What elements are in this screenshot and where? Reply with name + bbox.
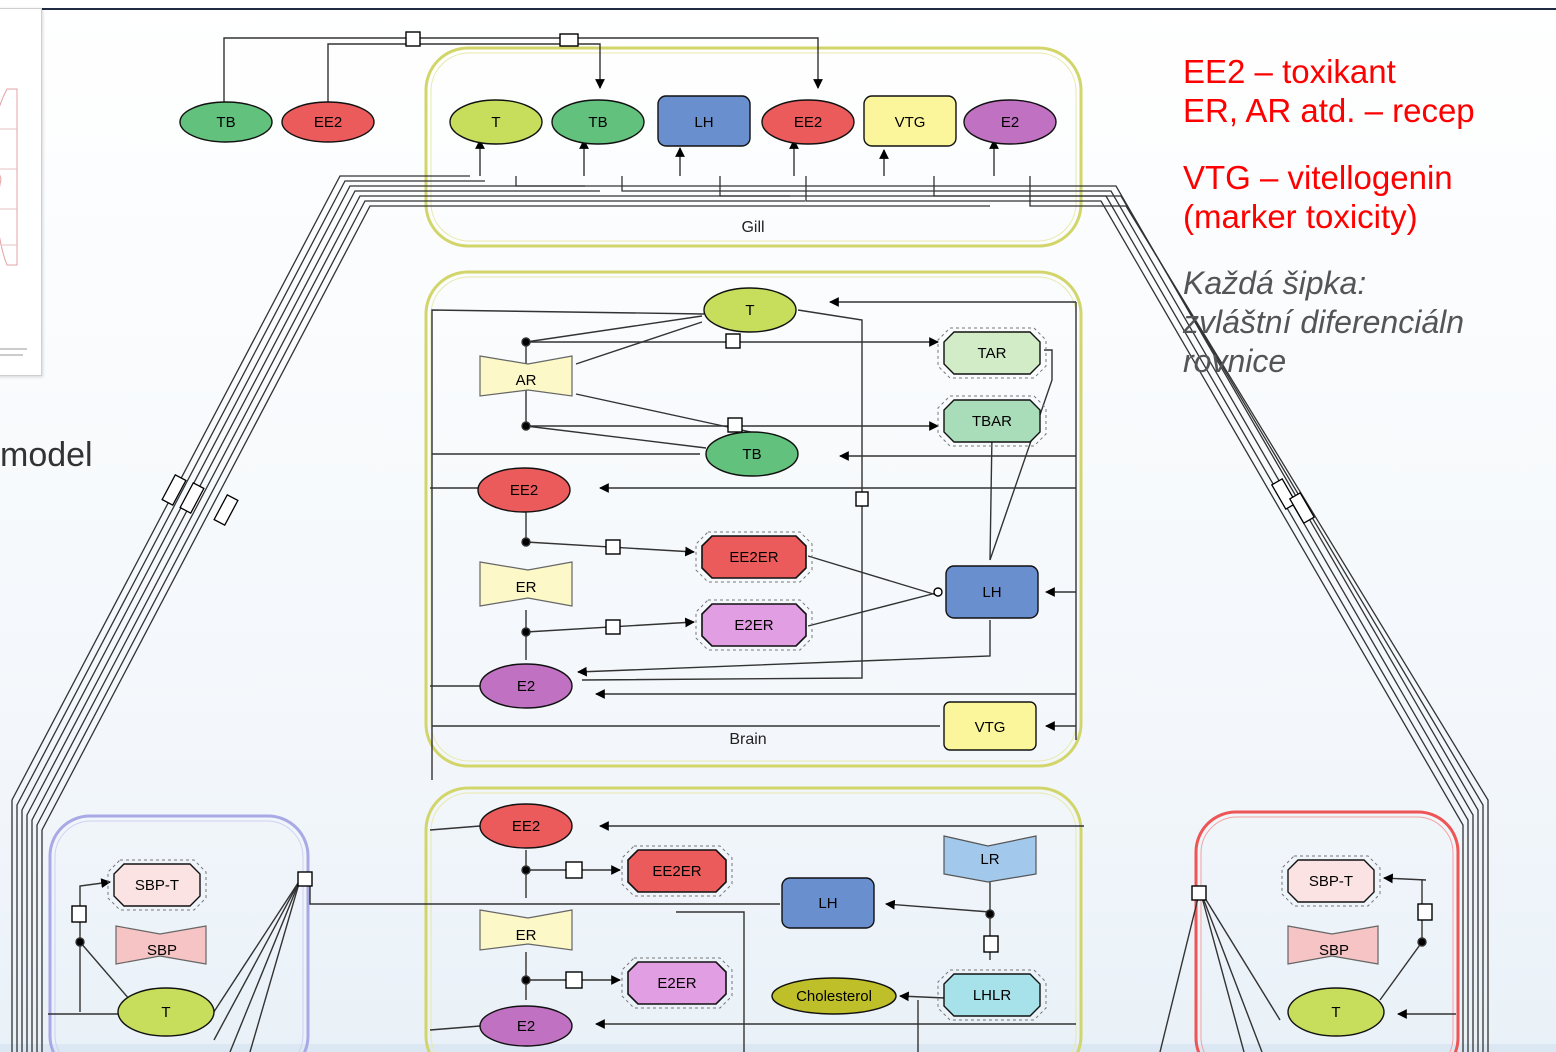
gill-vtg-label: VTG: [895, 114, 926, 131]
brain-t-label: T: [745, 302, 754, 319]
gill-lh-label: LH: [694, 114, 713, 131]
note-receptors: ER, AR atd. – recep: [1183, 91, 1556, 130]
notes-panel: EE2 – toxikant ER, AR atd. – recep VTG –…: [1183, 52, 1556, 381]
note-arrow-line2: zvláštní diferenciáln: [1183, 303, 1556, 342]
right-sbpt-label: SBP-T: [1309, 873, 1353, 890]
left-t-label: T: [161, 1004, 170, 1021]
gill-tb-label: TB: [588, 114, 607, 131]
gonad-er-label: ER: [516, 927, 537, 944]
gill-t-label: T: [491, 114, 500, 131]
gill-label: Gill: [741, 219, 764, 236]
note-vtg-line2: (marker toxicity): [1183, 197, 1556, 236]
left-sbpt-label: SBP-T: [135, 877, 179, 894]
note-arrow-line3: rovnice: [1183, 342, 1556, 381]
gonad-e2er-label: E2ER: [657, 975, 696, 992]
gonad-ee2-label: EE2: [512, 818, 540, 835]
gonad-lhlr-label: LHLR: [973, 987, 1012, 1004]
external-ee2-label: EE2: [314, 114, 342, 131]
note-vtg-line1: VTG – vitellogenin: [1183, 158, 1556, 197]
brain-e2-label: E2: [517, 678, 535, 695]
note-arrow-line1: Každá šipka:: [1183, 264, 1556, 303]
gonad-lh-label: LH: [818, 895, 837, 912]
gill-ee2-label: EE2: [794, 114, 822, 131]
gonad-ee2er-label: EE2ER: [652, 863, 701, 880]
note-toxicant: EE2 – toxikant: [1183, 52, 1556, 91]
side-lines: [48, 872, 1456, 1052]
brain-tb-label: TB: [742, 446, 761, 463]
bundle-clips: [162, 475, 1314, 525]
right-t-label: T: [1331, 1004, 1340, 1021]
gonad-cholesterol-label: Cholesterol: [796, 988, 872, 1005]
right-sbp-label: SBP: [1319, 942, 1349, 959]
brain-tbar-label: TBAR: [972, 413, 1012, 430]
brain-e2er-label: E2ER: [734, 617, 773, 634]
brain-vtg-label: VTG: [975, 719, 1006, 736]
external-tb-label: TB: [216, 114, 235, 131]
brain-er-label: ER: [516, 579, 537, 596]
left-sbp-label: SBP: [147, 942, 177, 959]
external-input-lines: [224, 32, 818, 106]
gonad-lr-label: LR: [980, 851, 999, 868]
brain-label: Brain: [729, 731, 766, 748]
brain-ee2-label: EE2: [510, 482, 538, 499]
gonad-e2-label: E2: [517, 1018, 535, 1035]
brain-tar-label: TAR: [978, 345, 1007, 362]
brain-ee2er-label: EE2ER: [729, 549, 778, 566]
gill-e2-label: E2: [1001, 114, 1019, 131]
brain-lh-label: LH: [982, 584, 1001, 601]
brain-ar-label: AR: [516, 372, 537, 389]
